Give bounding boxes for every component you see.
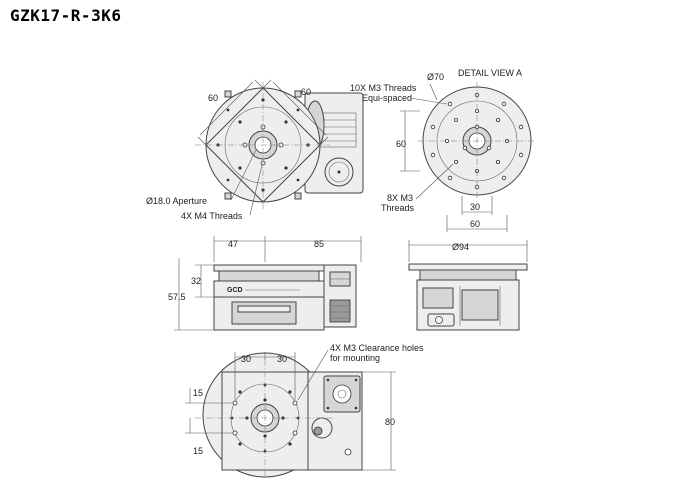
top-view: 60 60 Ø18.0 Aperture 4X M4 Threads: [146, 79, 364, 221]
dim-label: 60: [396, 139, 406, 149]
threads-label: 4X M4 Threads: [181, 211, 243, 221]
leader-line: [429, 83, 438, 101]
dim-label: 60: [470, 219, 480, 229]
dim-label: 30: [470, 202, 480, 212]
leader-line: [409, 97, 448, 105]
m3-clearance-hole: [292, 400, 298, 406]
dim-label: Ø94: [452, 242, 469, 252]
dim-label: 32: [191, 276, 201, 286]
threads-8x-sublabel: Threads: [381, 203, 415, 213]
dim-label: 57.5: [168, 292, 186, 302]
svg-text:GCD: GCD: [227, 287, 243, 294]
threads-8x-label: 8X M3: [387, 193, 413, 203]
detail-view: DETAIL VIEW A Ø70 10X M3 Threads Equi-sp…: [350, 68, 536, 232]
side-window: [231, 301, 297, 325]
aperture-label: Ø18.0 Aperture: [146, 196, 207, 206]
threads-10x-label: 10X M3 Threads: [350, 83, 417, 93]
dim-label: 80: [385, 417, 395, 427]
dim-label: Ø70: [427, 72, 444, 82]
side-view: GCD 47 85 32 57.5: [168, 236, 362, 331]
dim-label: 47: [228, 239, 238, 249]
m3-clearance-hole: [292, 430, 298, 436]
clearance-label: 4X M3 Clearance holes: [330, 343, 424, 353]
threads-10x-sublabel: Equi-spaced: [362, 93, 412, 103]
dim-label: 30: [241, 354, 251, 364]
detail-title: DETAIL VIEW A: [458, 68, 522, 78]
dim-label: 85: [314, 239, 324, 249]
front-top-plate: [408, 263, 528, 271]
drawing-title: GZK17-R-3K6: [10, 6, 122, 25]
leader-line: [415, 163, 454, 200]
m3-clearance-hole: [232, 430, 238, 436]
m3-clearance-hole: [232, 400, 238, 406]
dim-label: 30: [277, 354, 287, 364]
dim-line: [272, 81, 327, 136]
leader-line: [230, 149, 257, 201]
dim-label: 15: [193, 388, 203, 398]
clearance-sublabel: for mounting: [330, 353, 380, 363]
dim-label: 60: [208, 93, 218, 103]
dim-label: 60: [301, 87, 311, 97]
leader-line: [297, 349, 329, 401]
leader-line: [249, 164, 263, 216]
front-view: Ø94: [408, 240, 528, 331]
bottom-view: 30 30 4X M3 Clearance holes for mounting…: [185, 343, 424, 478]
dim-line: [199, 81, 254, 136]
dim-label: 15: [193, 446, 203, 456]
top-plate: [213, 264, 325, 272]
